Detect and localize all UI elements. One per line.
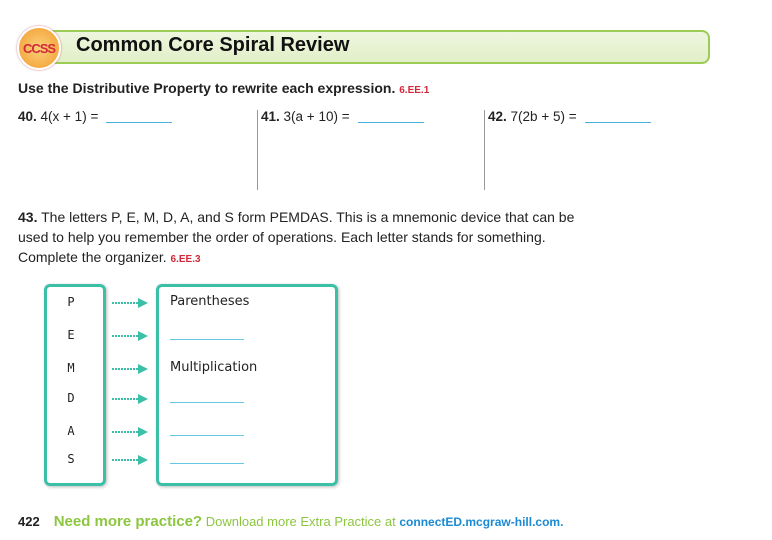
instructions: Use the Distributive Property to rewrite…	[18, 80, 429, 96]
problem-number: 42.	[488, 109, 507, 124]
standard-code: 6.EE.3	[170, 254, 201, 265]
pemdas-letter: D	[67, 391, 75, 405]
organizer-answer-blank[interactable]	[170, 402, 244, 403]
problem-expression: 3(a + 10) =	[283, 109, 350, 124]
organizer-answer-blank[interactable]	[170, 463, 244, 464]
section-header-bar	[22, 30, 710, 64]
pemdas-letter: M	[67, 361, 75, 375]
section-title: Common Core Spiral Review	[76, 34, 350, 56]
answer-blank[interactable]	[357, 122, 424, 123]
page-number: 422	[18, 514, 40, 529]
dotted-arrow-icon	[112, 455, 148, 465]
organizer-answer-blank[interactable]	[170, 339, 244, 340]
problem-number: 41.	[261, 109, 280, 124]
dotted-arrow-icon	[112, 394, 148, 404]
problem-number: 40.	[18, 109, 37, 124]
problem-41: 41. 3(a + 10) =	[261, 109, 424, 124]
ccss-badge: CCSS	[17, 26, 61, 70]
standard-code: 6.EE.1	[399, 85, 430, 96]
problem-40: 40. 4(x + 1) =	[18, 109, 173, 124]
dotted-arrow-icon	[112, 427, 148, 437]
instructions-text: Use the Distributive Property to rewrite…	[18, 80, 396, 96]
dotted-arrow-icon	[112, 298, 148, 308]
divider	[257, 110, 258, 190]
footer: 422 Need more practice? Download more Ext…	[18, 513, 563, 530]
problem-expression: 7(2b + 5) =	[510, 109, 577, 124]
pemdas-letter: E	[67, 328, 75, 342]
dotted-arrow-icon	[112, 364, 148, 374]
answer-blank[interactable]	[106, 122, 173, 123]
practice-link[interactable]: connectED.mcgraw-hill.com.	[399, 515, 564, 529]
pemdas-letter: S	[67, 452, 75, 466]
organizer-answer: Multiplication	[170, 360, 258, 375]
problem-42: 42. 7(2b + 5) =	[488, 109, 651, 124]
problem-43: 43. The letters P, E, M, D, A, and S for…	[18, 207, 578, 270]
problem-text: The letters P, E, M, D, A, and S form PE…	[18, 209, 575, 265]
dotted-arrow-icon	[112, 331, 148, 341]
organizer-answer-blank[interactable]	[170, 435, 244, 436]
organizer-answer: Parentheses	[170, 294, 250, 309]
answers-box	[156, 284, 338, 486]
pemdas-letter: A	[67, 424, 75, 438]
divider	[484, 110, 485, 190]
problem-number: 43.	[18, 209, 38, 225]
practice-text: Download more Extra Practice at	[205, 514, 396, 529]
pemdas-letter: P	[67, 295, 75, 309]
practice-heading: Need more practice?	[53, 513, 203, 530]
answer-blank[interactable]	[584, 122, 651, 123]
letters-box	[44, 284, 106, 486]
problem-expression: 4(x + 1) =	[40, 109, 99, 124]
